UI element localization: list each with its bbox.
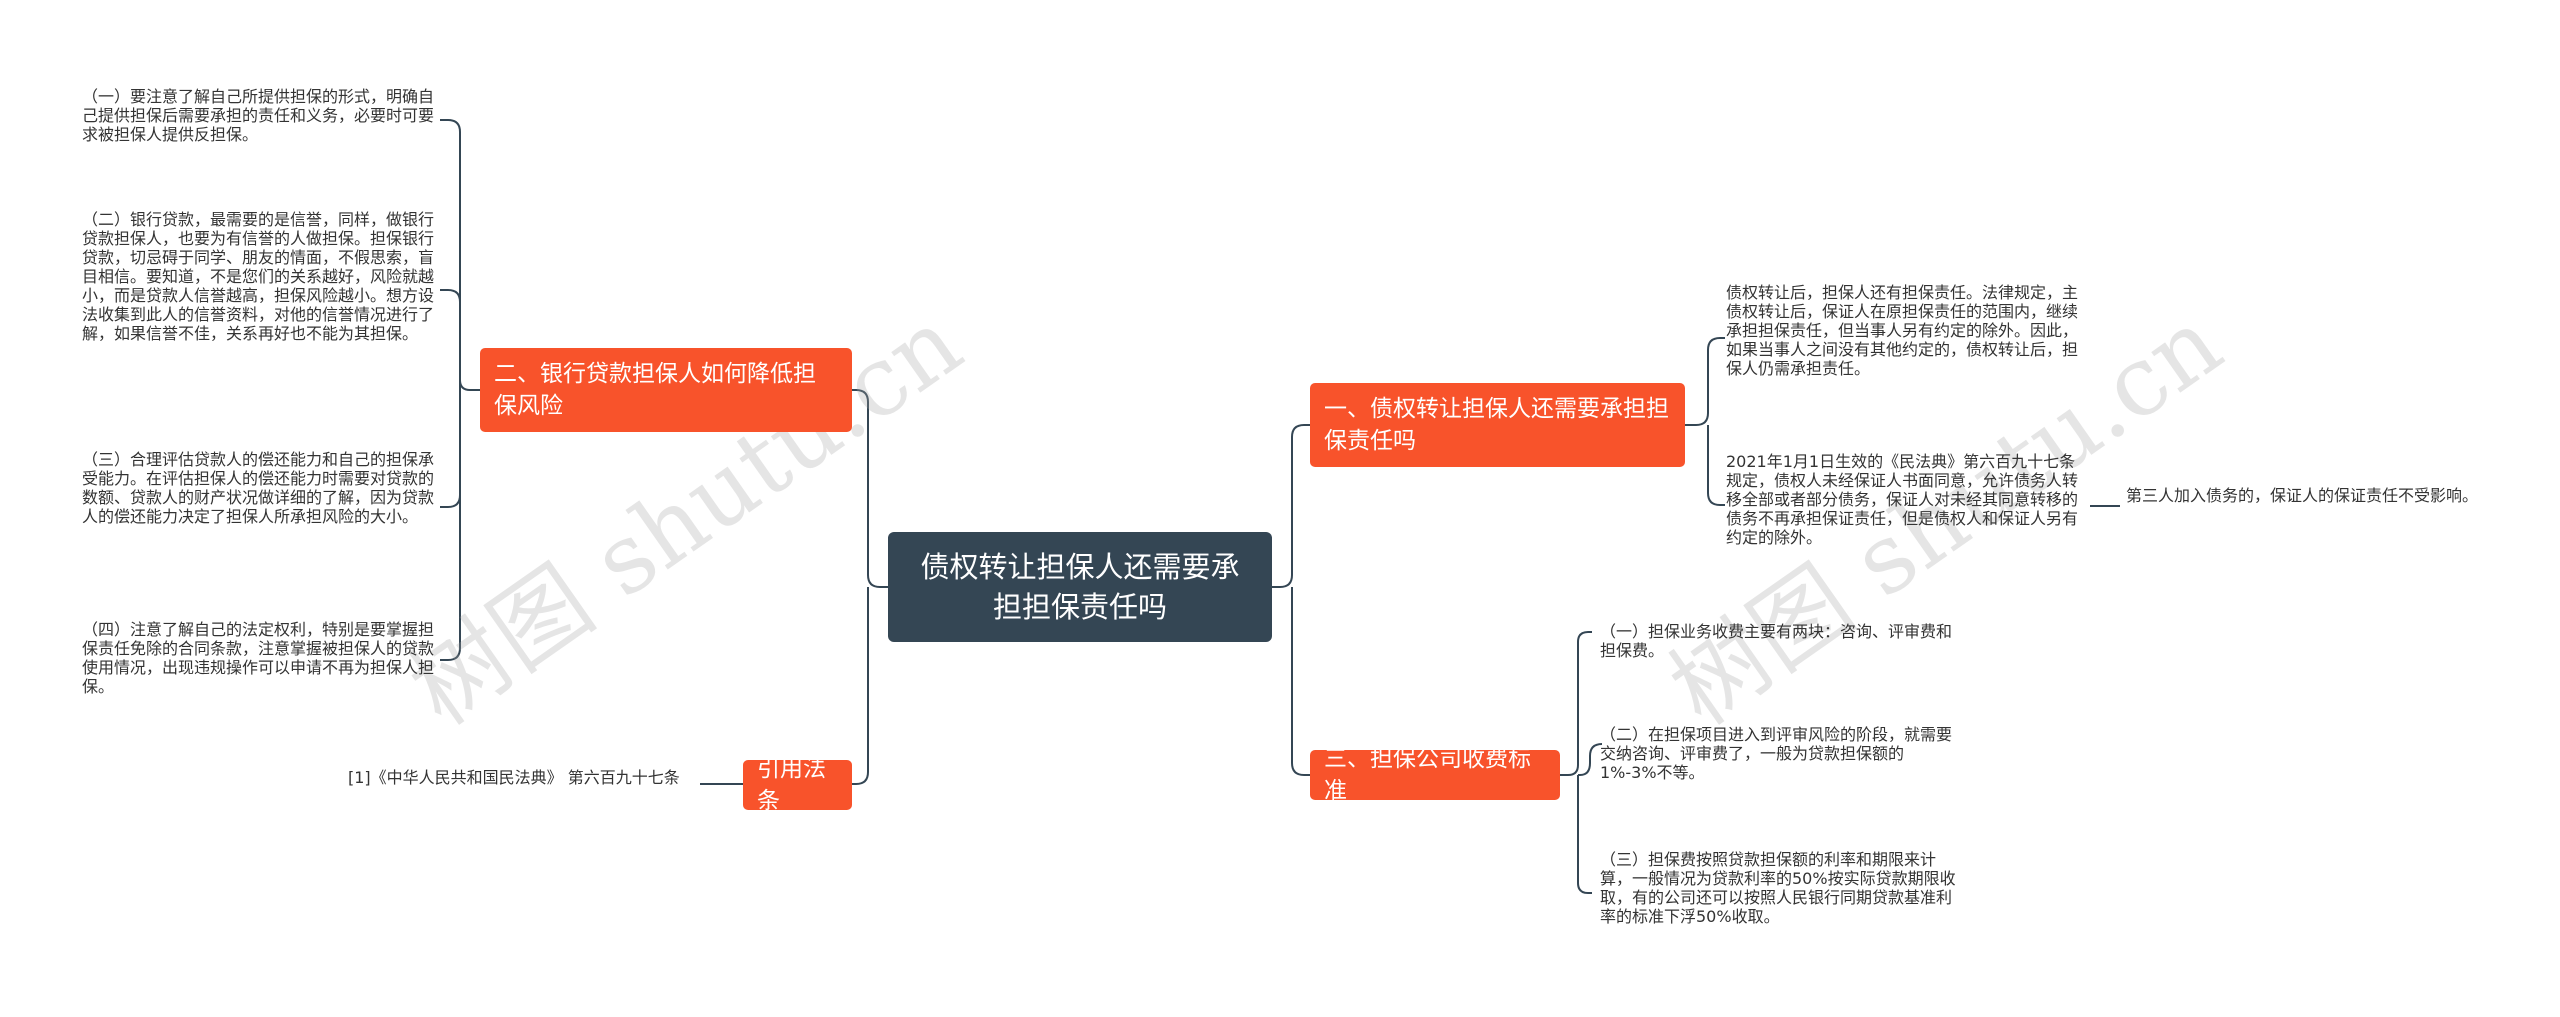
branch-3-leaf-1: （一）担保业务收费主要有两块：咨询、评审费和担保费。 bbox=[1600, 622, 1953, 660]
branch-2-topic[interactable]: 二、银行贷款担保人如何降低担保风险 bbox=[480, 348, 852, 432]
branch-1-topic[interactable]: 一、债权转让担保人还需要承担担保责任吗 bbox=[1310, 383, 1685, 467]
root-title: 债权转让担保人还需要承担担保责任吗 bbox=[920, 550, 1240, 624]
branch-2-leaf-4: （四）注意了解自己的法定权利，特别是要掌握担保责任免除的合同条款，注意掌握被担保… bbox=[82, 620, 435, 696]
branch-1-sub-leaf: 第三人加入债务的，保证人的保证责任不受影响。 bbox=[2126, 486, 2479, 505]
branch-3-title: 三、担保公司收费标准 bbox=[1324, 746, 1531, 804]
branch-2-title: 二、银行贷款担保人如何降低担保风险 bbox=[494, 361, 816, 419]
branch-2-leaf-1: （一）要注意了解自己所提供担保的形式，明确自己提供担保后需要承担的责任和义务，必… bbox=[82, 87, 435, 144]
root-topic[interactable]: 债权转让担保人还需要承担担保责任吗 bbox=[888, 532, 1272, 642]
branch-1-leaf-1: 债权转让后，担保人还有担保责任。法律规定，主债权转让后，保证人在原担保责任的范围… bbox=[1726, 283, 2079, 378]
branch-3-leaf-2: （二）在担保项目进入到评审风险的阶段，就需要交纳咨询、评审费了，一般为贷款担保额… bbox=[1600, 725, 1953, 782]
branch-2-leaf-2: （二）银行贷款，最需要的是信誉，同样，做银行贷款担保人，也要为有信誉的人做担保。… bbox=[82, 210, 435, 343]
branch-3-leaf-3: （三）担保费按照贷款担保额的利率和期限来计算，一般情况为贷款利率的50%按实际贷… bbox=[1600, 850, 1956, 926]
branch-2-leaf-3: （三）合理评估贷款人的偿还能力和自己的担保承受能力。在评估担保人的偿还能力时需要… bbox=[82, 450, 435, 526]
branch-4-leaf-1: [1]《中华人民共和国民法典》 第六百九十七条 bbox=[348, 768, 680, 787]
branch-1-leaf-2: 2021年1月1日生效的《民法典》第六百九十七条规定，债权人未经保证人书面同意，… bbox=[1726, 452, 2079, 547]
branch-4-title: 引用法条 bbox=[757, 756, 826, 814]
branch-4-topic[interactable]: 引用法条 bbox=[743, 756, 852, 814]
branch-3-topic[interactable]: 三、担保公司收费标准 bbox=[1310, 746, 1560, 804]
branch-1-title: 一、债权转让担保人还需要承担担保责任吗 bbox=[1324, 396, 1669, 454]
